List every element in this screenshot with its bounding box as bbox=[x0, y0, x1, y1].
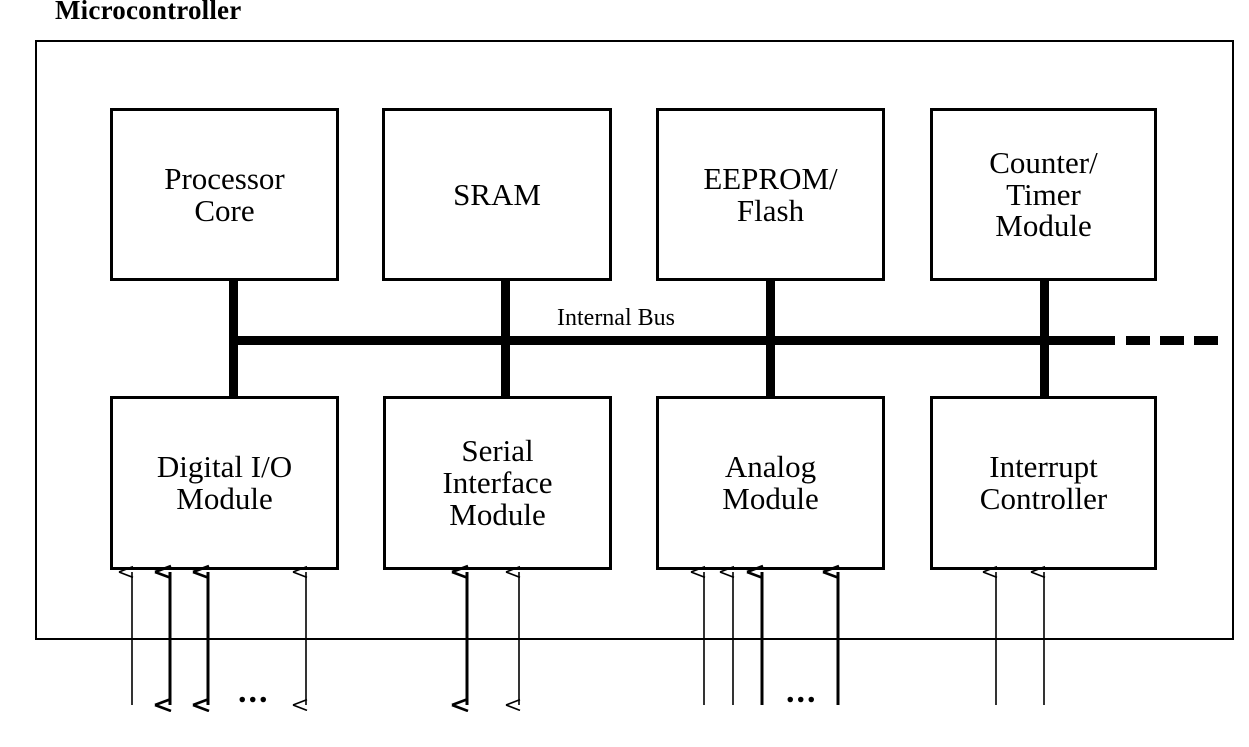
label-line: Counter/ bbox=[989, 144, 1098, 180]
label-line: Timer bbox=[1006, 176, 1081, 212]
block-serial-interface-module-label: Serial Interface Module bbox=[436, 435, 558, 531]
label-line: Flash bbox=[736, 192, 805, 228]
ellipsis-digital-io: ... bbox=[238, 673, 270, 710]
block-interrupt-controller[interactable]: Interrupt Controller bbox=[930, 396, 1157, 570]
microcontroller-boundary bbox=[35, 40, 1234, 640]
label-line: EEPROM/ bbox=[703, 160, 838, 196]
label-line: Interface bbox=[442, 465, 553, 501]
bus-stub-counter-timer bbox=[1040, 279, 1049, 343]
bus-stub-interrupt-controller bbox=[1040, 336, 1049, 398]
bus-stub-serial-interface bbox=[501, 336, 510, 398]
bus-dash-2 bbox=[1160, 336, 1184, 345]
block-eeprom-flash-label: EEPROM/ Flash bbox=[697, 160, 843, 228]
internal-bus-label: Internal Bus bbox=[557, 305, 675, 331]
block-eeprom-flash[interactable]: EEPROM/ Flash bbox=[656, 108, 885, 281]
label-line: Module bbox=[176, 481, 273, 516]
block-analog-module-label: Analog Module bbox=[716, 451, 824, 515]
bus-dash-3 bbox=[1194, 336, 1218, 345]
label-line: Digital I/O bbox=[156, 449, 293, 485]
label-line: Serial bbox=[461, 433, 534, 469]
label-line: Module bbox=[722, 481, 819, 516]
bus-dash-1 bbox=[1126, 336, 1150, 345]
block-sram-label: SRAM bbox=[447, 176, 547, 212]
block-analog-module[interactable]: Analog Module bbox=[656, 396, 885, 570]
block-counter-timer-module-label: Counter/ Timer Module bbox=[983, 144, 1104, 244]
label-line: Analog bbox=[724, 449, 817, 485]
bus-stub-processor-core bbox=[229, 279, 238, 343]
block-counter-timer-module[interactable]: Counter/ Timer Module bbox=[930, 108, 1157, 281]
block-interrupt-controller-label: Interrupt Controller bbox=[974, 451, 1113, 515]
label-line: Controller bbox=[979, 481, 1108, 516]
block-processor-core-label: Processor Core bbox=[158, 160, 291, 228]
label-line: Processor bbox=[164, 160, 285, 196]
bus-stub-digital-io bbox=[229, 336, 238, 398]
label-line: Core bbox=[194, 192, 255, 228]
bus-stub-sram bbox=[501, 279, 510, 343]
bus-stub-eeprom-flash bbox=[766, 279, 775, 343]
block-sram[interactable]: SRAM bbox=[382, 108, 612, 281]
block-processor-core[interactable]: Processor Core bbox=[110, 108, 339, 281]
label-line: Module bbox=[449, 496, 546, 532]
block-digital-io-module[interactable]: Digital I/O Module bbox=[110, 396, 339, 570]
block-digital-io-module-label: Digital I/O Module bbox=[151, 451, 298, 515]
page-title: Microcontroller bbox=[55, 0, 242, 25]
block-serial-interface-module[interactable]: Serial Interface Module bbox=[383, 396, 612, 570]
bus-stub-analog bbox=[766, 336, 775, 398]
label-line: Interrupt bbox=[989, 449, 1098, 485]
internal-bus-line bbox=[235, 336, 1115, 345]
ellipsis-analog: ... bbox=[786, 673, 818, 710]
label-line: SRAM bbox=[453, 176, 541, 212]
label-line: Module bbox=[995, 208, 1092, 244]
